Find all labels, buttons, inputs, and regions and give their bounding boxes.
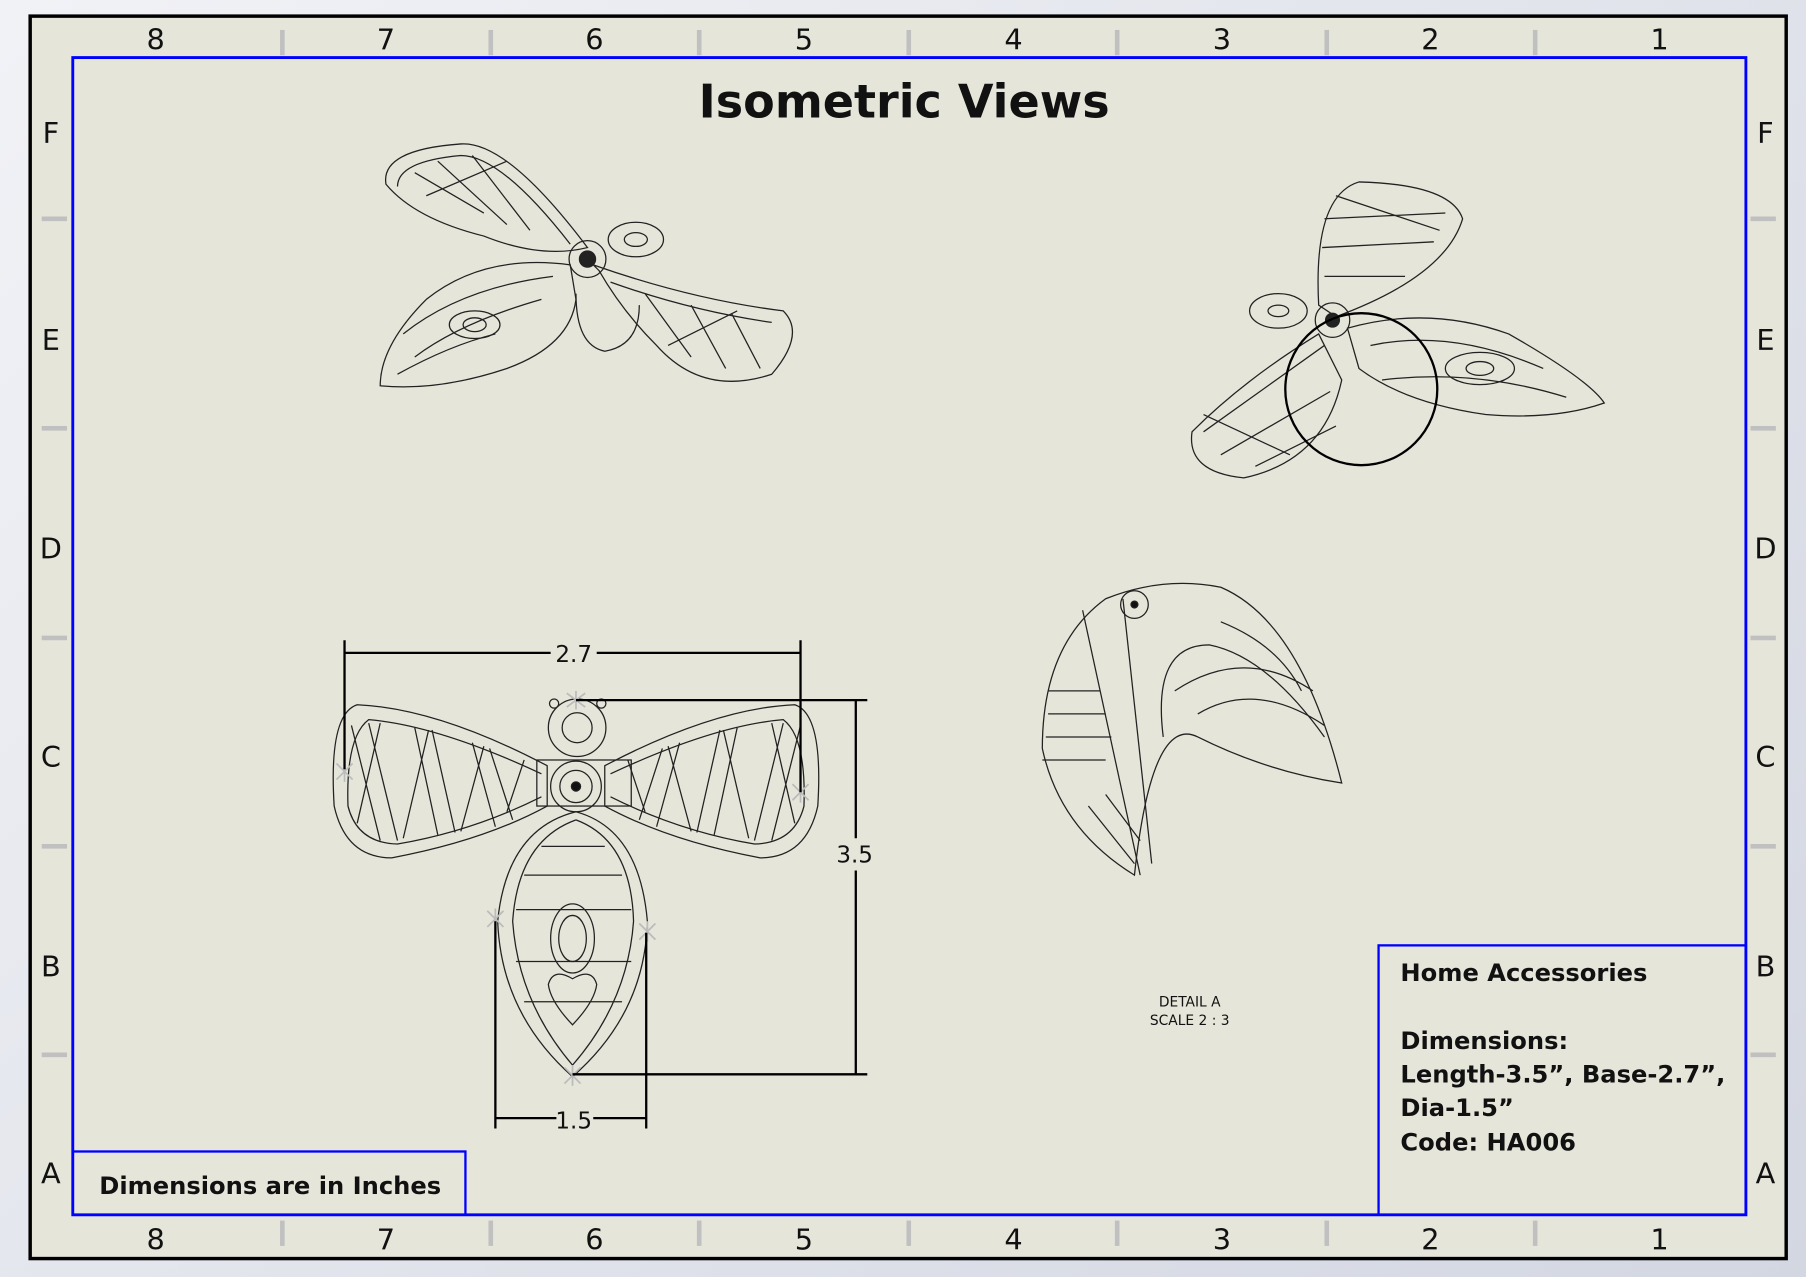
- column-label: 1: [1650, 1222, 1668, 1256]
- detail-label: DETAIL A: [1159, 994, 1221, 1010]
- row-labels-right: F E D C B A: [1754, 116, 1776, 1191]
- dimension-lines: [343, 640, 868, 1129]
- drawing-frame: [71, 56, 1748, 1217]
- dimension-base: 2.7: [555, 642, 592, 668]
- detail-scale: SCALE 2 : 3: [1150, 1013, 1230, 1029]
- dimension-dia: 1.5: [555, 1108, 592, 1134]
- detail-a-circle: [1284, 312, 1439, 467]
- row-label: A: [41, 1157, 61, 1191]
- row-label: C: [1755, 740, 1775, 774]
- column-label: 8: [147, 1222, 165, 1256]
- column-label: 6: [585, 23, 603, 57]
- column-label: 4: [1004, 1222, 1022, 1256]
- sheet-title: Isometric Views: [699, 74, 1110, 128]
- title-block-dims-line1: Length-3.5”, Base-2.7”,: [1400, 1060, 1725, 1088]
- isometric-view-2: [1190, 181, 1606, 479]
- title-block: [1377, 944, 1748, 1216]
- row-label: F: [1757, 116, 1774, 150]
- row-label: A: [1756, 1157, 1776, 1191]
- detail-a-view: [1041, 582, 1343, 877]
- row-label: C: [41, 740, 61, 774]
- title-block-code: Code: HA006: [1400, 1128, 1576, 1156]
- column-labels-top: 8 7 6 5 4 3 2 1: [147, 23, 1669, 57]
- title-block-dims-line2: Dia-1.5”: [1400, 1094, 1513, 1122]
- column-label: 6: [585, 1222, 603, 1256]
- row-label: B: [1756, 949, 1776, 983]
- column-label: 8: [147, 23, 165, 57]
- row-label: D: [40, 531, 62, 565]
- column-label: 5: [795, 23, 813, 57]
- row-labels-left: F E D C B A: [40, 116, 62, 1191]
- column-label: 1: [1650, 23, 1668, 57]
- column-label: 7: [377, 23, 395, 57]
- column-label: 5: [795, 1222, 813, 1256]
- units-note: Dimensions are in Inches: [99, 1172, 441, 1200]
- note-box: [71, 1150, 467, 1216]
- isometric-view-1: [379, 143, 793, 388]
- row-label: E: [42, 323, 60, 357]
- row-label: F: [43, 116, 60, 150]
- zone-ticks: [41, 29, 1776, 1246]
- row-label: E: [1756, 323, 1774, 357]
- title-block-heading: Home Accessories: [1400, 959, 1647, 987]
- column-label: 4: [1004, 23, 1022, 57]
- row-label: D: [1754, 531, 1776, 565]
- column-label: 2: [1421, 1222, 1439, 1256]
- column-label: 7: [377, 1222, 395, 1256]
- column-label: 2: [1421, 23, 1439, 57]
- row-label: B: [41, 949, 61, 983]
- sheet-border: [28, 14, 1788, 1261]
- column-labels-bottom: 8 7 6 5 4 3 2 1: [147, 1222, 1669, 1256]
- title-block-dims-label: Dimensions:: [1400, 1027, 1568, 1055]
- column-label: 3: [1213, 23, 1231, 57]
- dimension-length: 3.5: [836, 842, 873, 868]
- column-label: 3: [1213, 1222, 1231, 1256]
